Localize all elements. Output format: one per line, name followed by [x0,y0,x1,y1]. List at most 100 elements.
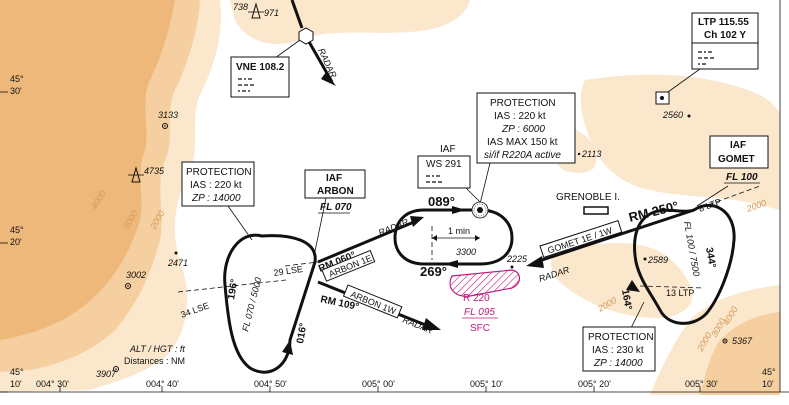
elevation-label: 2225 [506,254,528,264]
restricted-area-r220 [449,269,521,297]
elevations: 3133 4735 2471 3002 3907 2560 2113 2589 … [96,110,753,379]
elevation-label: 2589 [647,255,668,265]
fix-level: FL 070 [320,202,352,213]
holding-pattern-left [223,233,317,374]
radar-track-top [290,0,304,29]
units-note: Distances : NM [124,356,185,366]
elevation-label: 5367 [732,336,753,346]
morse-code [238,78,254,92]
route-heading: RM 250° [627,198,680,225]
lon-label: 004° 40' [146,379,179,389]
units-note: ALT / HGT : ft [129,344,185,354]
iaf-gomet-box [709,135,769,169]
vne-label: VNE 108.2 [236,62,285,73]
lse34-radial [177,279,287,293]
lat-label: 10' [762,379,774,389]
restricted-area-bottom: SFC [470,323,490,334]
morse-code [426,175,442,183]
ltp-box [691,12,759,44]
restricted-area-name: R 220 [463,293,490,304]
protection-zp: ZP : 6000 [501,124,545,135]
heading-label: 344° [703,247,717,269]
arrow-icon [282,340,293,355]
terrain [0,0,780,395]
arrow-icon [526,256,544,268]
fix-name: WS 291 [426,159,462,170]
route-gomet-west [535,208,695,264]
protection-max: IAS MAX 150 kt [487,137,558,148]
arrow-icon [410,216,424,227]
terrain-right-upper [580,74,780,210]
iaf-arbon-box [304,169,366,199]
obstacle-icon [251,2,261,19]
leg-length: 1 min [448,226,470,236]
route-label-box [342,284,403,319]
ltp13-radial [639,285,705,289]
runway-icon [583,206,609,215]
holding-pattern-right [633,203,736,325]
ltp-channel: Ch 102 Y [704,30,746,41]
terrain-right-lower-dark [700,312,780,395]
lat-label: 45° [10,74,24,84]
lon-label: 005° 10' [470,379,503,389]
ltp8-radial [693,185,761,211]
elevation-label: 3907 [96,369,117,379]
vne-box [230,56,290,98]
elevation-label: 2560 [662,110,683,120]
elevation-label: 2113 [581,149,601,159]
dme-distance: 8 LTP [697,196,722,213]
protection-title: PROTECTION [490,98,556,109]
lat-label: 20' [10,237,22,247]
protection-box-left [181,161,255,207]
protection-condition: si/if R220A active [484,150,561,161]
heading-label: 016° [295,322,309,344]
arrow-icon [422,318,441,330]
protection-zp: ZP : 14000 [593,358,643,369]
elevation-label: 971 [264,8,279,18]
elevation-label: 2471 [167,258,188,268]
route-label-box [321,249,376,282]
elevation-label: 4735 [144,166,165,176]
lat-label: 45° [10,367,24,377]
obstacle-top: 738 971 [233,2,279,19]
vor-icon [298,27,314,45]
morse-code [698,51,714,65]
altitude-label: 3300 [456,247,476,257]
elevation-label: 3133 [158,110,178,120]
lat-label: 10' [10,379,22,389]
lat-label: 45° [10,225,24,235]
protection-box-center [476,92,576,164]
iaf-label: IAF [730,140,746,151]
lat-label: 45° [762,367,776,377]
elevation-label: 738 [233,2,248,12]
fix-level: FL 100 [726,172,758,183]
fix-name: GOMET [718,154,755,165]
protection-zp: ZP : 14000 [191,193,241,204]
fix-name: ARBON [317,186,354,197]
heading-label: 269° [420,264,447,279]
holding-levels: FL 100 / 7500 [682,221,701,277]
elevation-label: 3002 [126,270,146,280]
arrow-icon [321,72,336,86]
protection-title: PROTECTION [186,167,252,178]
protection-ias: IAS : 230 kt [592,345,644,356]
lse29-radial [284,261,319,267]
dme-distance: 29 LSE [273,264,304,278]
protection-ias: IAS : 220 kt [494,111,546,122]
ltp-morse-box [691,42,759,70]
route-arbon-east [317,220,415,264]
terrain-left-dark [0,0,175,340]
iaf-label: IAF [440,144,456,155]
lon-label: 004° 50' [254,379,287,389]
graticule [0,0,789,393]
lon-label: 004° 30' [36,379,69,389]
protection-title: PROTECTION [588,332,654,343]
heading-label: 089° [428,194,455,209]
arrow-icon [626,280,640,292]
heading-label: 164° [619,289,633,311]
terrain-top-center [230,0,470,44]
terrain-right-mid [550,243,693,319]
dme-distance: 13 LTP [666,288,694,298]
